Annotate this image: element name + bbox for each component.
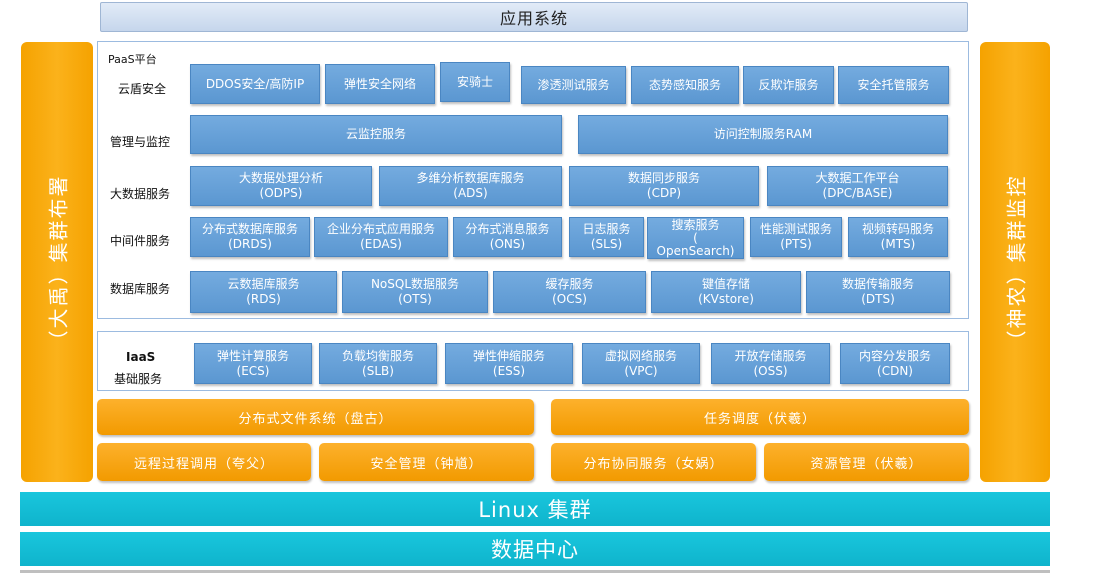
service-box: 弹性计算服务(ECS) bbox=[194, 343, 312, 384]
service-box: 内容分发服务(CDN) bbox=[840, 343, 950, 384]
cluster-deploy-column: （大禹）集群布署 bbox=[21, 42, 93, 482]
service-box: 云监控服务 bbox=[190, 115, 562, 154]
coordination-service-box: 分布协同服务（女娲） bbox=[551, 443, 756, 481]
iaas-label: IaaS bbox=[126, 350, 156, 364]
service-box: 开放存储服务(OSS) bbox=[711, 343, 830, 384]
cluster-deploy-label: （大禹）集群布署 bbox=[46, 174, 71, 350]
row-label-management: 管理与监控 bbox=[110, 135, 171, 149]
service-box: 分布式消息服务(ONS) bbox=[453, 217, 562, 257]
service-box: DDOS安全/高防IP bbox=[190, 64, 320, 104]
service-box: 态势感知服务 bbox=[631, 66, 739, 104]
distributed-file-system-box: 分布式文件系统（盘古） bbox=[97, 399, 534, 435]
service-box: 虚拟网络服务(VPC) bbox=[582, 343, 700, 384]
service-box: 反欺诈服务 bbox=[743, 66, 834, 104]
row-label-middleware: 中间件服务 bbox=[110, 234, 171, 248]
data-center-bar: 数据中心 bbox=[20, 532, 1050, 566]
service-box: 负载均衡服务(SLB) bbox=[319, 343, 437, 384]
paas-title: PaaS平台 bbox=[108, 53, 157, 66]
service-box: 访问控制服务RAM bbox=[578, 115, 948, 154]
service-box: 分布式数据库服务(DRDS) bbox=[190, 217, 310, 257]
service-box: 大数据工作平台(DPC/BASE) bbox=[767, 166, 948, 206]
linux-cluster-bar: Linux 集群 bbox=[20, 492, 1050, 526]
service-box: 弹性安全网络 bbox=[325, 64, 435, 104]
rpc-box: 远程过程调用（夸父） bbox=[97, 443, 311, 481]
task-scheduling-box: 任务调度（伏羲） bbox=[551, 399, 969, 435]
service-box: 大数据处理分析(ODPS) bbox=[190, 166, 372, 206]
service-box: 弹性伸缩服务(ESS) bbox=[445, 343, 573, 384]
service-box: 多维分析数据库服务(ADS) bbox=[379, 166, 562, 206]
service-box: 企业分布式应用服务(EDAS) bbox=[314, 217, 448, 257]
bottom-divider bbox=[20, 570, 1050, 573]
service-box: 视频转码服务(MTS) bbox=[848, 217, 948, 257]
service-box: 性能测试服务(PTS) bbox=[750, 217, 842, 257]
service-box: 安骑士 bbox=[440, 62, 510, 102]
service-box: 数据传输服务(DTS) bbox=[806, 271, 950, 313]
service-box: 渗透测试服务 bbox=[521, 66, 626, 104]
resource-management-box: 资源管理（伏羲） bbox=[764, 443, 969, 481]
cluster-monitor-column: （神农）集群监控 bbox=[980, 42, 1050, 482]
security-management-box: 安全管理（钟馗） bbox=[319, 443, 534, 481]
row-label-security: 云盾安全 bbox=[118, 82, 167, 96]
service-box: 搜索服务(OpenSearch) bbox=[647, 217, 744, 259]
service-box: 键值存储(KVstore) bbox=[651, 271, 801, 313]
service-box: 安全托管服务 bbox=[838, 66, 949, 104]
row-label-bigdata: 大数据服务 bbox=[110, 187, 171, 201]
service-box: 云数据库服务(RDS) bbox=[190, 271, 337, 313]
application-system-bar: 应用系统 bbox=[100, 2, 968, 32]
service-box: 日志服务(SLS) bbox=[569, 217, 644, 257]
service-box: NoSQL数据服务(OTS) bbox=[342, 271, 488, 313]
row-label-database: 数据库服务 bbox=[110, 282, 171, 296]
service-box: 缓存服务(OCS) bbox=[493, 271, 646, 313]
cluster-monitor-label: （神农）集群监控 bbox=[1004, 174, 1029, 350]
iaas-sublabel: 基础服务 bbox=[114, 372, 163, 386]
service-box: 数据同步服务(CDP) bbox=[569, 166, 759, 206]
